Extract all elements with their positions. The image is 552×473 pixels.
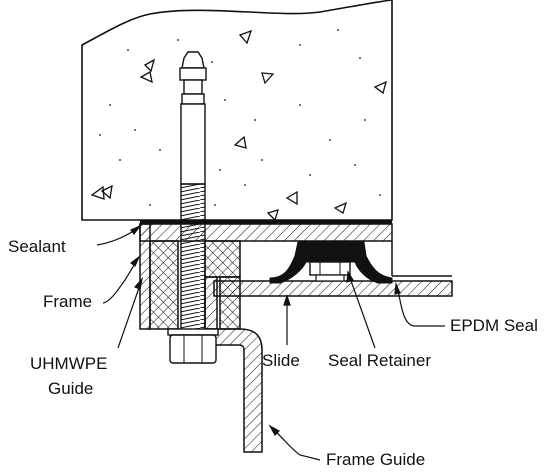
concrete-slab — [81, 0, 393, 222]
label-seal-retainer: Seal Retainer — [328, 351, 432, 370]
uhmwpe-guide — [149, 240, 241, 330]
epdm-seal — [269, 241, 393, 284]
sealant-bead — [140, 220, 392, 224]
label-frame: Frame — [43, 292, 93, 311]
leader-lines — [96, 224, 445, 461]
label-uhmwpe-line1: UHMWPE — [30, 354, 108, 373]
leader-seal-retainer — [349, 277, 376, 349]
leader-uhmwpe — [117, 284, 141, 349]
leader-frame-guide — [273, 429, 321, 461]
leader-frame — [102, 261, 137, 304]
label-uhmwpe-line2: Guide — [48, 379, 94, 398]
leader-epdm — [397, 289, 445, 327]
label-frame-guide: Frame Guide — [326, 450, 426, 469]
label-slide: Slide — [262, 351, 300, 370]
label-epdm-seal: EPDM Seal — [450, 316, 538, 335]
seal-retainer — [309, 261, 351, 282]
label-sealant: Sealant — [8, 237, 66, 256]
anchor-bolt — [167, 51, 219, 364]
